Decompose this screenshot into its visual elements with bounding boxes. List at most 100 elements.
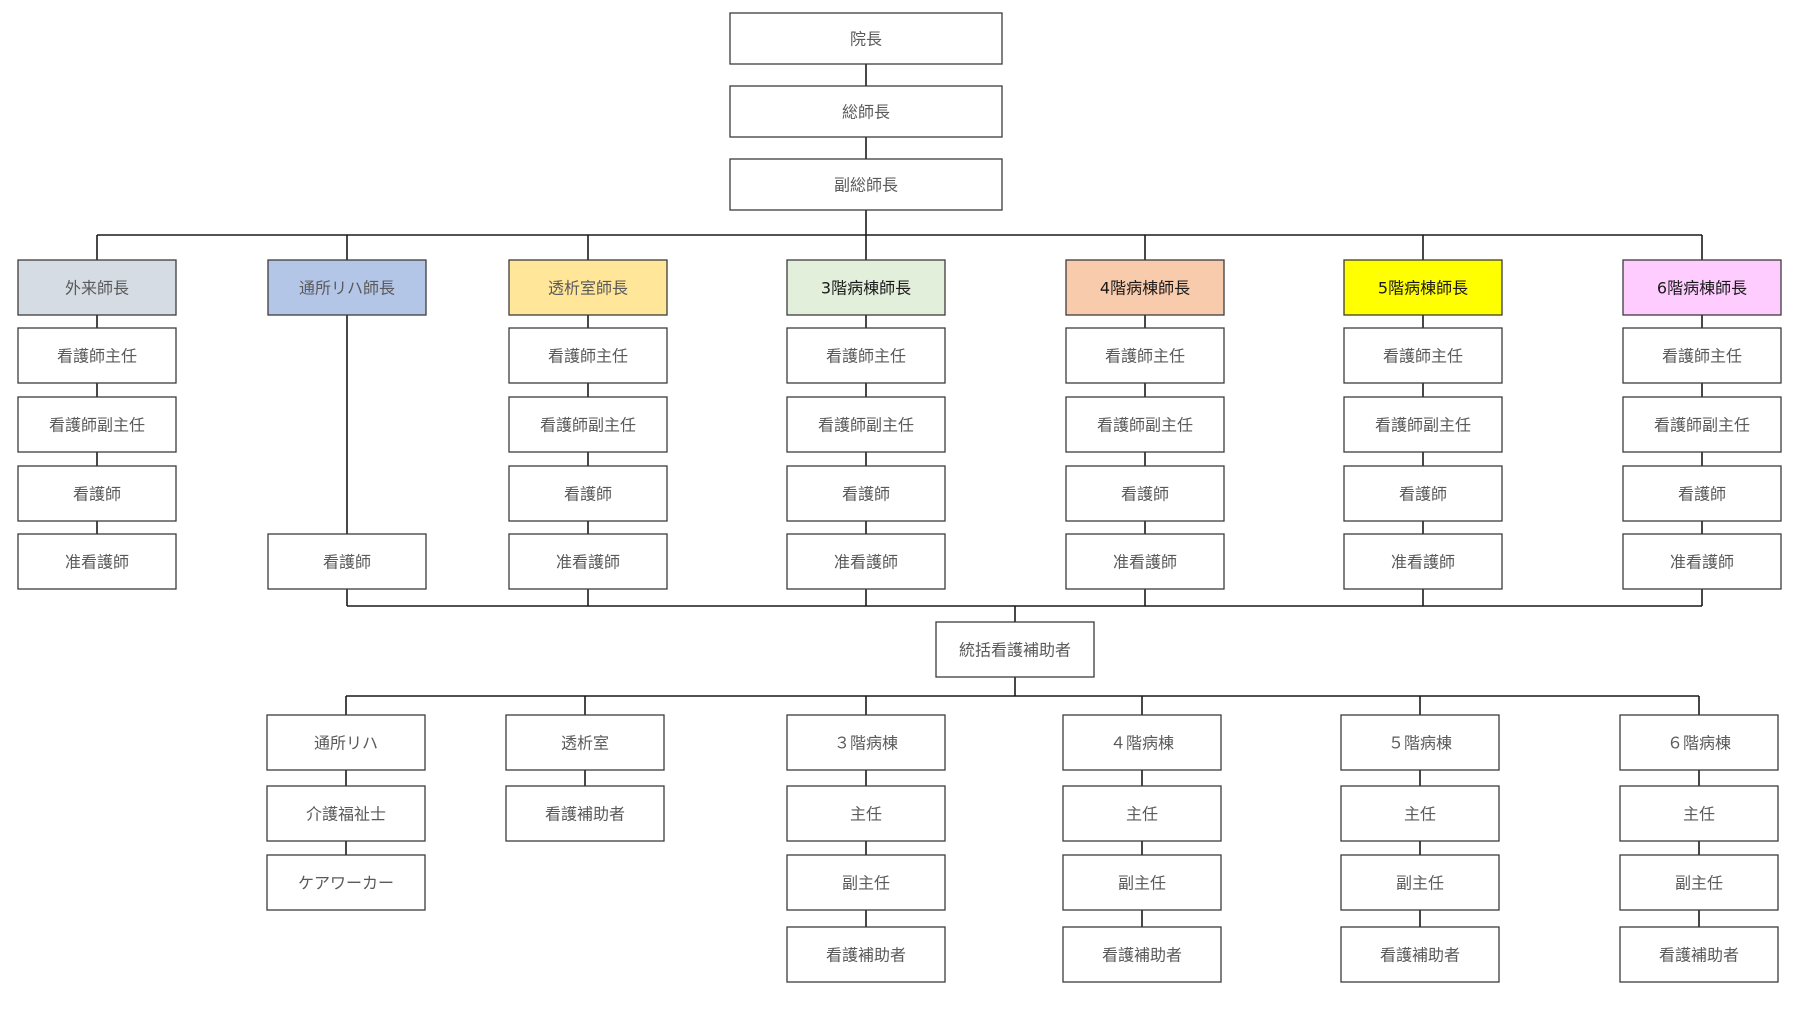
assistant-member-4-0: 主任 [1340,785,1500,842]
nurse-staff-5-2-box [1343,465,1503,522]
head-nurse-6-box [1622,259,1782,316]
assistant-unit-4-label: ５階病棟 [1388,734,1452,753]
assistant-member-3-1-box [1062,854,1222,911]
assistant-member-2-1: 副主任 [786,854,946,911]
nurse-staff-4-0: 看護師主任 [1065,327,1225,384]
nurse-staff-6-3-label: 准看護師 [1670,553,1734,572]
nurse-staff-3-3-label: 准看護師 [834,553,898,572]
top-chief-nurse: 総師長 [729,85,1003,138]
top-chief-nurse-label: 総師長 [842,103,890,122]
assistant-member-2-0: 主任 [786,785,946,842]
nurse-staff-3-0-box [786,327,946,384]
assistant-member-4-0-box [1340,785,1500,842]
assistant-member-5-1: 副主任 [1619,854,1779,911]
assistant-member-3-0-label: 主任 [1126,805,1158,824]
nurse-staff-3-3: 准看護師 [786,533,946,590]
nurse-staff-0-0-box [17,327,177,384]
assistant-member-5-0-label: 主任 [1683,805,1715,824]
assistant-member-0-1-box [266,854,426,911]
nurse-staff-4-3: 准看護師 [1065,533,1225,590]
nurse-staff-4-0-label: 看護師主任 [1105,347,1185,366]
assistant-unit-3-box [1062,714,1222,771]
nurse-staff-5-3-label: 准看護師 [1391,553,1455,572]
nurse-staff-3-0: 看護師主任 [786,327,946,384]
assistant-member-5-0: 主任 [1619,785,1779,842]
nurse-staff-2-2-box [508,465,668,522]
nurse-staff-4-3-label: 准看護師 [1113,553,1177,572]
head-nurse-1-box [267,259,427,316]
assistant-member-1-0-box [505,785,665,842]
nurse-staff-0-1-label: 看護師副主任 [49,416,145,435]
nurse-staff-4-1-box [1065,396,1225,453]
assistant-member-2-2: 看護補助者 [786,926,946,983]
assistant-member-5-1-box [1619,854,1779,911]
assistant-unit-0-label: 通所リハ [314,734,378,753]
nurse-staff-6-2-box [1622,465,1782,522]
nurse-staff-4-1: 看護師副主任 [1065,396,1225,453]
nurse-staff-4-3-box [1065,533,1225,590]
assistant-member-5-0-box [1619,785,1779,842]
assistant-unit-1-box [505,714,665,771]
assistant-head-label: 統括看護補助者 [959,641,1071,660]
nurse-staff-4-2: 看護師 [1065,465,1225,522]
assistant-member-4-1: 副主任 [1340,854,1500,911]
assistant-member-4-1-label: 副主任 [1396,874,1444,893]
head-nurse-4-box [1065,259,1225,316]
top-deputy-chief-nurse: 副総師長 [729,158,1003,211]
assistant-unit-1-label: 透析室 [561,734,609,753]
nurse-staff-2-3-label: 准看護師 [556,553,620,572]
head-nurse-3: 3階病棟師長 [786,259,946,316]
head-nurse-2: 透析室師長 [508,259,668,316]
nurse-staff-2-3: 准看護師 [508,533,668,590]
nurse-staff-4-1-label: 看護師副主任 [1097,416,1193,435]
nurse-staff-5-2-label: 看護師 [1399,485,1447,504]
org-nodes: 院長総師長副総師長外来師長看護師主任看護師副主任看護師准看護師通所リハ師長看護師… [17,12,1782,983]
top-director-label: 院長 [850,30,882,49]
nurse-staff-4-2-label: 看護師 [1121,485,1169,504]
nurse-staff-6-0: 看護師主任 [1622,327,1782,384]
assistant-member-4-2-label: 看護補助者 [1380,946,1460,965]
nurse-staff-0-3-label: 准看護師 [65,553,129,572]
nurse-staff-3-3-box [786,533,946,590]
nurse-staff-5-3: 准看護師 [1343,533,1503,590]
nurse-staff-1-0-label: 看護師 [323,553,371,572]
nurse-staff-6-1: 看護師副主任 [1622,396,1782,453]
nurse-staff-1-0: 看護師 [267,533,427,590]
assistant-member-4-1-box [1340,854,1500,911]
nurse-staff-5-3-box [1343,533,1503,590]
nurse-staff-2-2-label: 看護師 [564,485,612,504]
nurse-staff-0-1: 看護師副主任 [17,396,177,453]
nurse-staff-6-3: 准看護師 [1622,533,1782,590]
nurse-staff-1-0-box [267,533,427,590]
nurse-staff-2-0-label: 看護師主任 [548,347,628,366]
head-nurse-0: 外来師長 [17,259,177,316]
nurse-staff-4-0-box [1065,327,1225,384]
nurse-staff-0-3-box [17,533,177,590]
nurse-staff-4-2-box [1065,465,1225,522]
top-director-box [729,12,1003,65]
assistant-member-4-2-box [1340,926,1500,983]
head-nurse-4-label: 4階病棟師長 [1100,279,1190,298]
assistant-member-5-2-box [1619,926,1779,983]
nurse-staff-3-1-label: 看護師副主任 [818,416,914,435]
assistant-unit-5: ６階病棟 [1619,714,1779,771]
nurse-staff-2-0: 看護師主任 [508,327,668,384]
assistant-member-1-0-label: 看護補助者 [545,805,625,824]
assistant-member-2-2-label: 看護補助者 [826,946,906,965]
nurse-staff-6-0-label: 看護師主任 [1662,347,1742,366]
assistant-member-3-2-label: 看護補助者 [1102,946,1182,965]
head-nurse-0-label: 外来師長 [65,279,129,298]
head-nurse-6-label: 6階病棟師長 [1657,279,1747,298]
assistant-unit-4-box [1340,714,1500,771]
assistant-unit-2-box [786,714,946,771]
assistant-unit-2: ３階病棟 [786,714,946,771]
assistant-unit-0-box [266,714,426,771]
assistant-unit-1: 透析室 [505,714,665,771]
assistant-member-2-0-box [786,785,946,842]
assistant-member-0-1: ケアワーカー [266,854,426,911]
head-nurse-5-box [1343,259,1503,316]
head-nurse-6: 6階病棟師長 [1622,259,1782,316]
nurse-staff-5-1-box [1343,396,1503,453]
nurse-staff-6-3-box [1622,533,1782,590]
nurse-staff-0-3: 准看護師 [17,533,177,590]
